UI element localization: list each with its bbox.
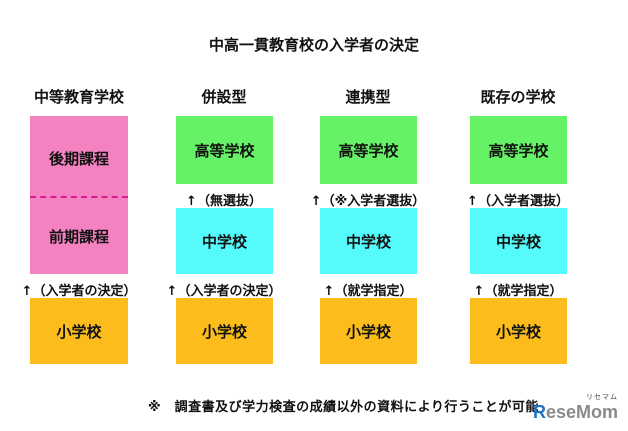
high-school-box-2: 高等学校 bbox=[176, 116, 273, 184]
column-heading-linked-type: 連携型 bbox=[345, 88, 391, 106]
elementary-school-box-3: 小学校 bbox=[320, 298, 417, 364]
between-note-linked-type: ↑（※入学者選抜） bbox=[310, 194, 426, 209]
entry-note-existing-schools: ↑（就学指定） bbox=[473, 284, 563, 299]
junior-high-box-3: 中学校 bbox=[320, 208, 417, 274]
logo-rest: eseMom bbox=[545, 402, 618, 422]
upper-course-label: 後期課程 bbox=[48, 149, 109, 168]
between-note-existing-schools: ↑（入学者選抜） bbox=[467, 194, 569, 209]
entry-note-linked-type: ↑（就学指定） bbox=[323, 284, 413, 299]
elementary-school-box-4: 小学校 bbox=[470, 298, 567, 364]
column-heading-secondary-school: 中等教育学校 bbox=[33, 88, 124, 106]
course-divider-dashed-line bbox=[30, 196, 128, 198]
elementary-school-box-2: 小学校 bbox=[176, 298, 273, 364]
footnote: ※ 調査書及び学力検査の成績以外の資料により行うことが可能 bbox=[148, 400, 539, 415]
logo-r: R bbox=[532, 402, 546, 422]
column-heading-existing-schools: 既存の学校 bbox=[480, 88, 556, 106]
high-school-box-4: 高等学校 bbox=[470, 116, 567, 184]
logo-kana: リセマム bbox=[586, 393, 618, 401]
elementary-school-box-1: 小学校 bbox=[30, 298, 128, 364]
between-note-combined-type: ↑（無選抜） bbox=[186, 194, 262, 209]
entry-note-secondary-school: ↑（入学者の決定） bbox=[21, 284, 137, 299]
diagram-title: 中高一貫教育校の入学者の決定 bbox=[208, 36, 419, 54]
column-heading-combined-type: 併設型 bbox=[201, 88, 247, 106]
logo-wordmark: ReseMom bbox=[533, 402, 618, 423]
junior-high-box-4: 中学校 bbox=[470, 208, 567, 274]
junior-high-box-2: 中学校 bbox=[176, 208, 273, 274]
high-school-box-3: 高等学校 bbox=[320, 116, 417, 184]
resemom-logo: リセマム ReseMom bbox=[533, 392, 618, 423]
lower-course-label: 前期課程 bbox=[48, 227, 109, 246]
secondary-school-block bbox=[30, 116, 128, 274]
entry-note-combined-type: ↑（入学者の決定） bbox=[166, 284, 282, 299]
